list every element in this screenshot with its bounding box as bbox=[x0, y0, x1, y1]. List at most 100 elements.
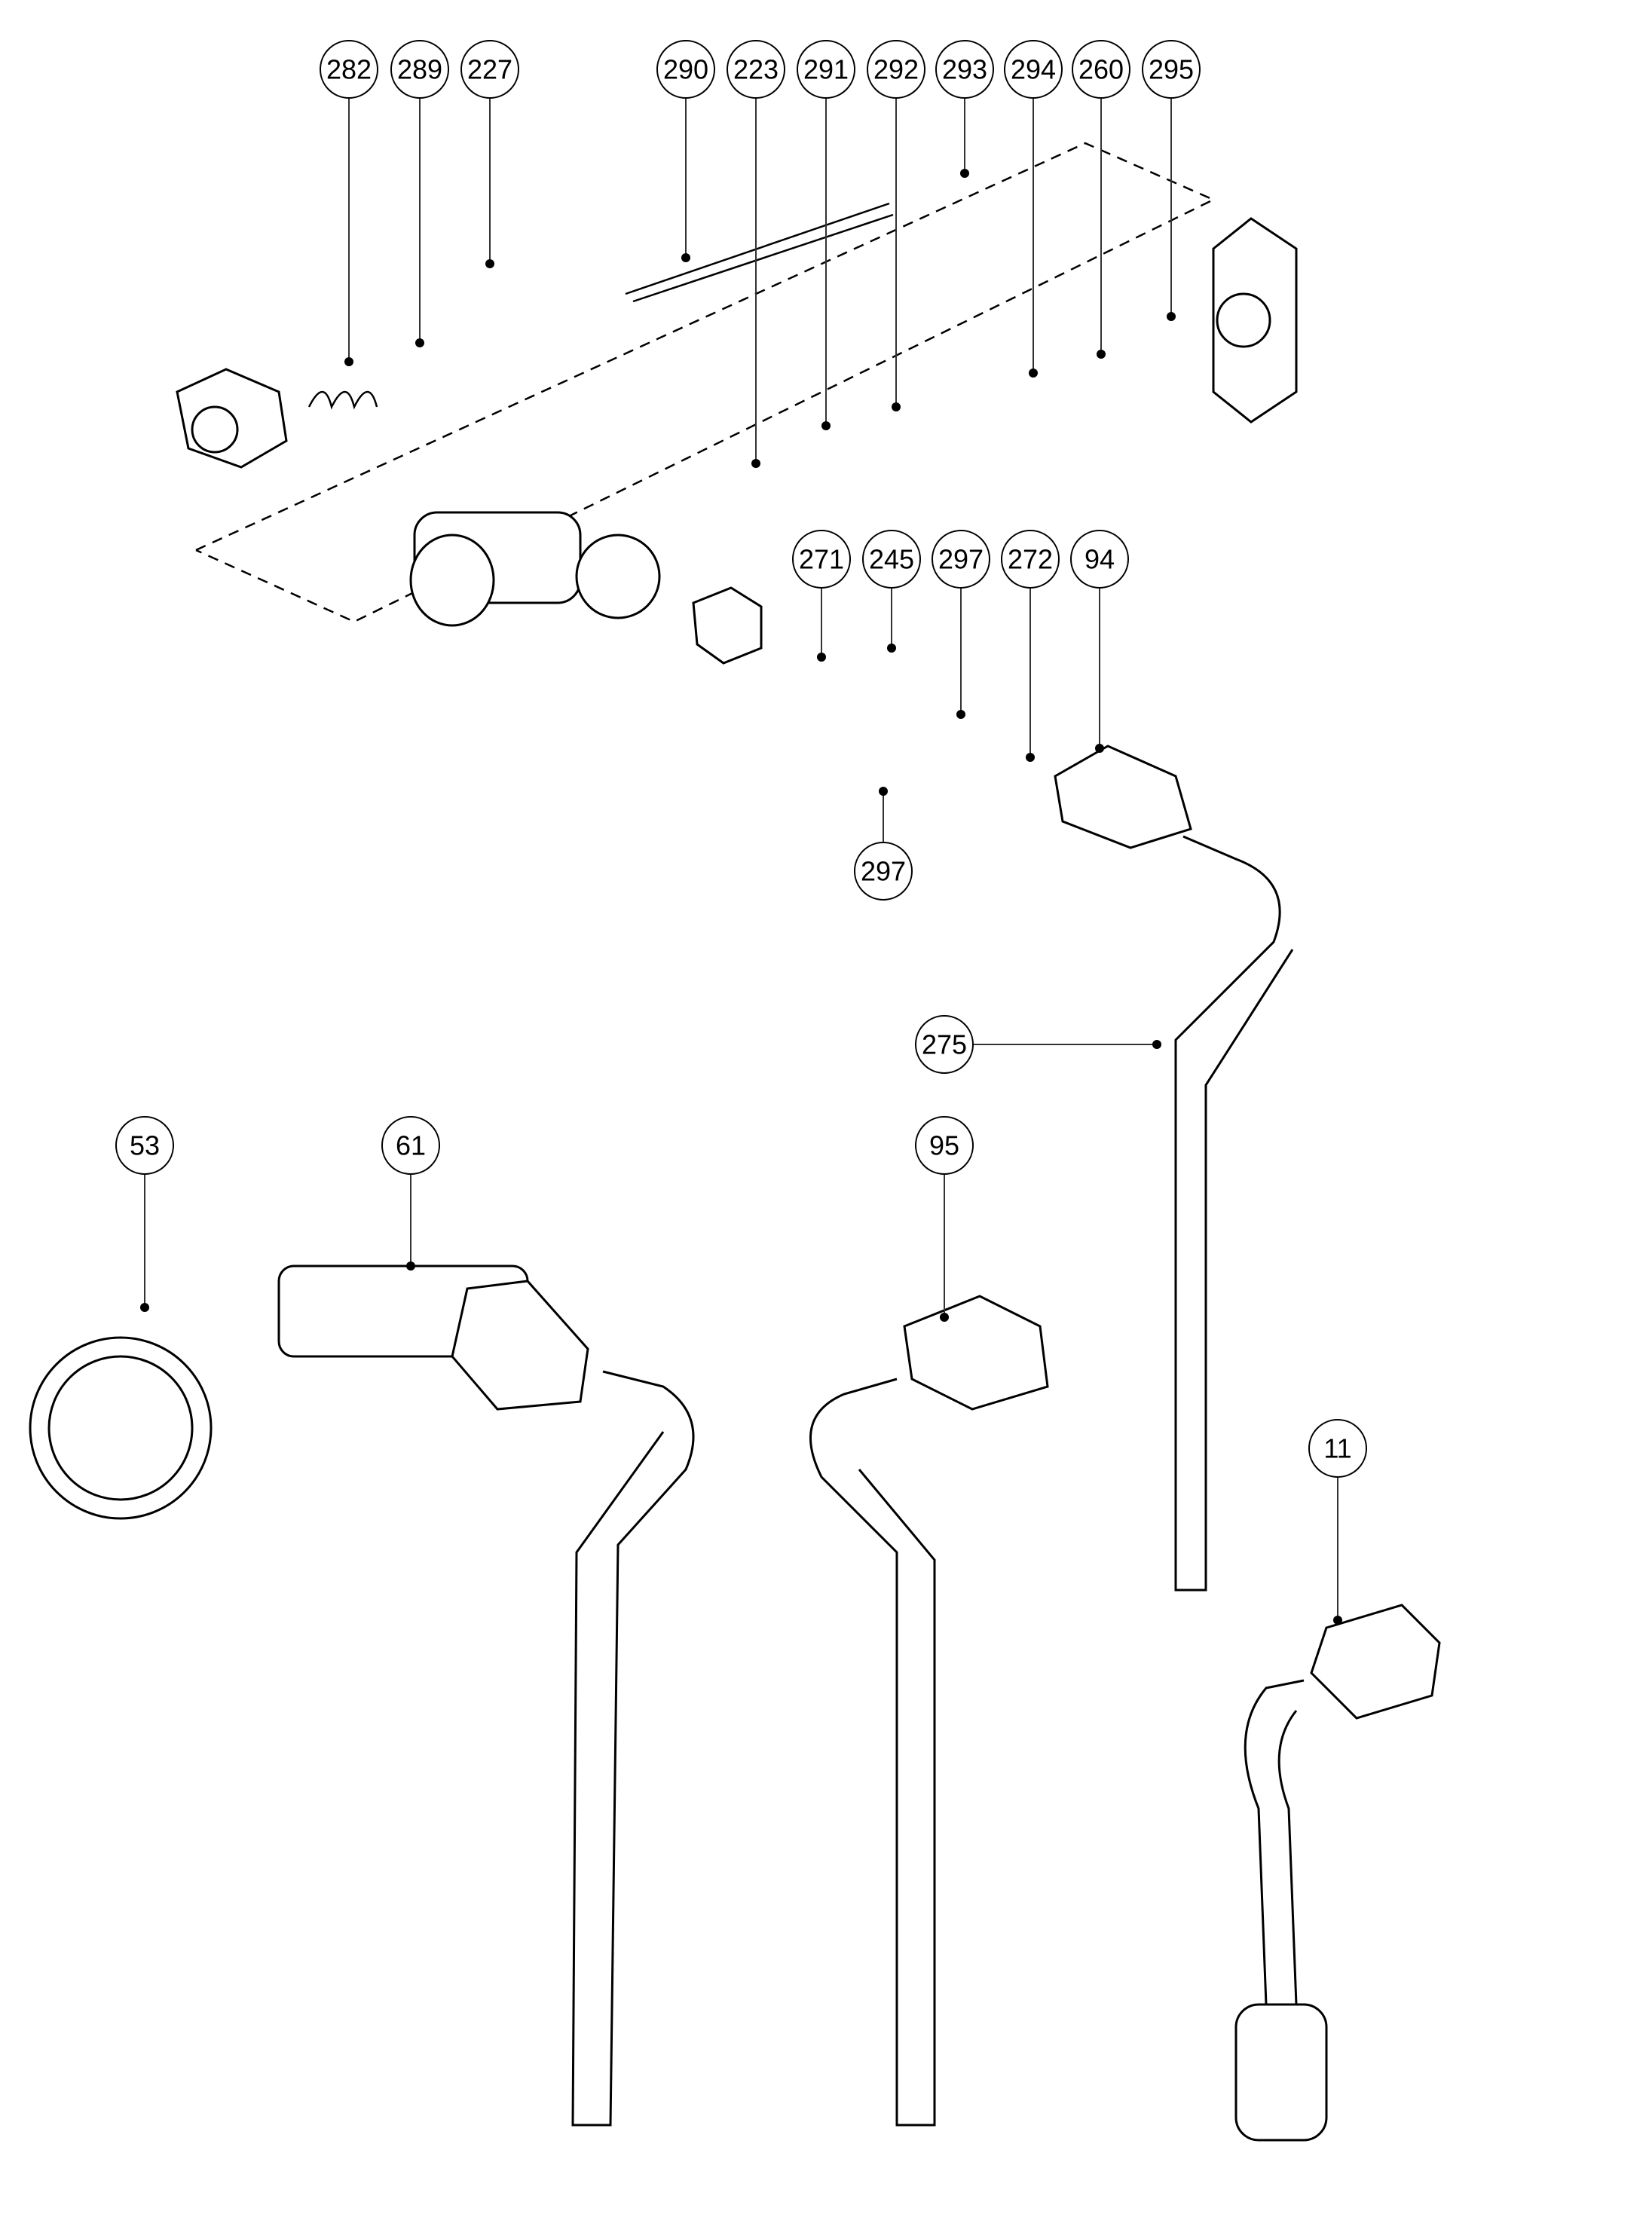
pipe-94 bbox=[1054, 745, 1294, 1592]
callout-bubble bbox=[460, 40, 519, 99]
leader-dot bbox=[1029, 368, 1038, 378]
callout-bubble bbox=[1070, 530, 1129, 589]
callout-label: 95 bbox=[929, 1130, 959, 1161]
callout-223: 223 bbox=[727, 40, 785, 468]
knob-53 bbox=[29, 1336, 213, 1520]
leader-dot bbox=[1333, 1616, 1342, 1625]
leader-dot bbox=[879, 787, 888, 796]
callout-label: 292 bbox=[873, 54, 919, 85]
callout-292: 292 bbox=[867, 40, 925, 411]
callout-bubble bbox=[1004, 40, 1063, 99]
callout-245: 245 bbox=[862, 530, 921, 653]
callout-label: 294 bbox=[1011, 54, 1056, 85]
callout-label: 297 bbox=[861, 856, 906, 887]
leader-dot bbox=[1026, 753, 1035, 762]
callout-label: 53 bbox=[130, 1130, 160, 1161]
callout-label: 290 bbox=[663, 54, 708, 85]
callout-95: 95 bbox=[915, 1116, 974, 1322]
callout-291: 291 bbox=[797, 40, 855, 430]
callout-bubble bbox=[932, 530, 990, 589]
callout-bubble bbox=[1142, 40, 1201, 99]
leader-dot bbox=[821, 421, 831, 430]
callout-bubble bbox=[935, 40, 994, 99]
callout-label: 275 bbox=[922, 1029, 967, 1060]
callout-297: 297 bbox=[854, 787, 913, 901]
callout-bubble bbox=[1001, 530, 1060, 589]
hex-nut bbox=[692, 586, 763, 665]
spring-282 bbox=[307, 390, 378, 410]
callout-label: 260 bbox=[1078, 54, 1124, 85]
leader-dot bbox=[344, 357, 353, 366]
callout-bubble bbox=[854, 842, 913, 901]
leader-dot bbox=[485, 259, 494, 268]
callout-bubble bbox=[656, 40, 715, 99]
leader-dot bbox=[415, 338, 424, 347]
leader-dot bbox=[956, 710, 965, 719]
valve-body bbox=[409, 511, 661, 627]
callout-282: 282 bbox=[320, 40, 378, 366]
callout-label: 61 bbox=[396, 1130, 426, 1161]
leader-dot bbox=[892, 402, 901, 411]
callout-94: 94 bbox=[1070, 530, 1129, 753]
callout-label: 11 bbox=[1323, 1433, 1351, 1464]
pipe-95 bbox=[809, 1295, 1049, 2127]
callout-bubble bbox=[115, 1116, 174, 1175]
leader-dot bbox=[1167, 312, 1176, 321]
callout-bubble bbox=[867, 40, 925, 99]
callout-275: 275 bbox=[915, 1015, 1161, 1074]
callout-293: 293 bbox=[935, 40, 994, 178]
callout-bubble bbox=[1072, 40, 1130, 99]
stem-290 bbox=[625, 202, 894, 303]
callout-bubble bbox=[381, 1116, 440, 1175]
leader-dot bbox=[1095, 744, 1104, 753]
callout-295: 295 bbox=[1142, 40, 1201, 321]
callout-bubble bbox=[915, 1116, 974, 1175]
callout-label: 94 bbox=[1085, 544, 1115, 575]
callout-297: 297 bbox=[932, 530, 990, 719]
callout-label: 272 bbox=[1008, 544, 1053, 575]
callout-label: 291 bbox=[803, 54, 849, 85]
leader-dot bbox=[887, 644, 896, 653]
pipe-11 bbox=[1234, 1604, 1441, 2142]
valve-61 bbox=[277, 1264, 695, 2127]
callout-271: 271 bbox=[792, 530, 851, 662]
callout-group: 282 289 227 290 223 291 292 293 294 260 295 271 245 2… bbox=[115, 40, 1367, 1625]
callout-label: 295 bbox=[1149, 54, 1194, 85]
callout-label: 289 bbox=[397, 54, 442, 85]
callout-label: 297 bbox=[938, 544, 984, 575]
callout-label: 293 bbox=[942, 54, 987, 85]
callout-bubble bbox=[862, 530, 921, 589]
callout-227: 227 bbox=[460, 40, 519, 268]
callout-260: 260 bbox=[1072, 40, 1130, 359]
callout-label: 223 bbox=[733, 54, 779, 85]
leader-dot bbox=[1097, 350, 1106, 359]
callout-bubble bbox=[792, 530, 851, 589]
leader-dot bbox=[406, 1261, 415, 1271]
callout-289: 289 bbox=[390, 40, 449, 347]
callout-290: 290 bbox=[656, 40, 715, 262]
cap-nut bbox=[176, 368, 288, 469]
callout-label: 271 bbox=[799, 544, 844, 575]
callout-272: 272 bbox=[1001, 530, 1060, 762]
dashed-assembly-outline bbox=[195, 142, 1216, 623]
callout-label: 282 bbox=[326, 54, 372, 85]
callout-bubble bbox=[797, 40, 855, 99]
leader-dot bbox=[681, 253, 690, 262]
flange-valve-body bbox=[1212, 217, 1298, 424]
callout-11: 11 bbox=[1308, 1419, 1367, 1625]
leader-dot bbox=[817, 653, 826, 662]
callout-label: 245 bbox=[869, 544, 914, 575]
callout-bubble bbox=[390, 40, 449, 99]
callout-53: 53 bbox=[115, 1116, 174, 1312]
leader-dot bbox=[751, 459, 760, 468]
callout-61: 61 bbox=[381, 1116, 440, 1271]
callout-294: 294 bbox=[1004, 40, 1063, 378]
callout-label: 227 bbox=[467, 54, 512, 85]
callout-bubble bbox=[915, 1015, 974, 1074]
leader-dot bbox=[140, 1303, 149, 1312]
leader-dot bbox=[940, 1313, 949, 1322]
leader-dot bbox=[1152, 1040, 1161, 1049]
callout-bubble bbox=[1308, 1419, 1367, 1478]
